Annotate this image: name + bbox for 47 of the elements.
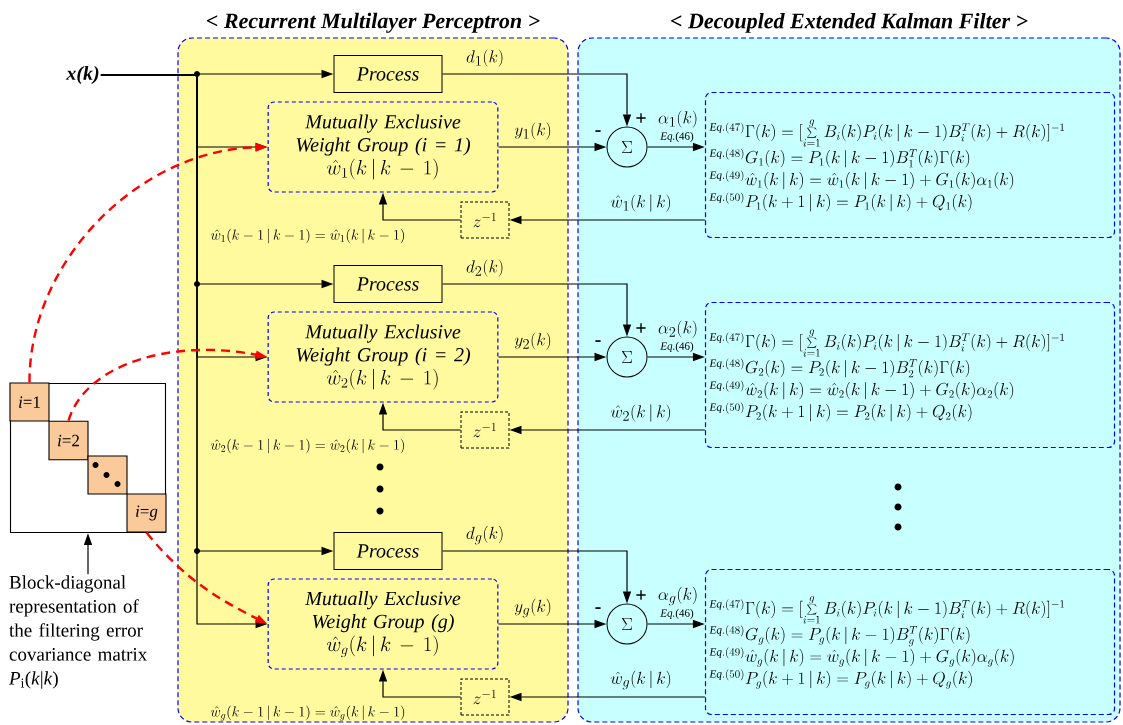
equation-reference: Eq.(46) <box>660 132 694 142</box>
matrix-block: i=g <box>126 493 167 533</box>
edge-label: $\alpha_2(k)$ <box>658 320 697 338</box>
delay-box: $z^{-1}$ <box>460 201 510 239</box>
edge-label: $\hat{w}_g(k\,|\,k)$ <box>610 670 671 690</box>
delay-box: $z^{-1}$ <box>460 678 510 716</box>
weight-group-box: Mutually Exclusive Weight Group (g) $\hat{w}_g(k\,|\,k-1)$ <box>267 578 499 670</box>
sign-label: + <box>636 323 646 333</box>
equation-reference: Eq.(46) <box>660 342 694 352</box>
edge-label: $y_1(k)$ <box>514 122 551 140</box>
node-label: < Decoupled Extended Kalman Filter > <box>671 12 1028 33</box>
sign-label: + <box>636 113 646 123</box>
edge-label: $\hat{w}_2(k-1\,|\,k-1)=\hat{w}_2(k\,|\,k-1)$ <box>210 438 404 454</box>
matrix-block: i=1 <box>9 382 50 422</box>
edge-label: $y_g(k)$ <box>514 598 551 618</box>
input-label: x(k) <box>66 65 99 85</box>
edge-label: $\alpha_g(k)$ <box>658 586 697 606</box>
weight-group-box: Mutually Exclusive Weight Group (i = 1) $\hat{w}_1(k\,|\,k-1)$ <box>267 101 499 193</box>
weight-group-box: Mutually Exclusive Weight Group (i = 2) $\hat{w}_2(k\,|\,k-1)$ <box>267 311 499 403</box>
matrix-block <box>87 455 128 495</box>
process-box: Process <box>333 532 443 570</box>
edge-label: $y_2(k)$ <box>514 332 551 350</box>
edge-label: $\hat{w}_g(k-1\,|\,k-1)=\hat{w}_g(k\,|\,k-1)$ <box>210 705 405 721</box>
process-box: Process <box>333 265 443 303</box>
summing-junction: $\Sigma$ <box>606 336 648 378</box>
delay-box: $z^{-1}$ <box>460 411 510 449</box>
sign-label: - <box>595 340 601 342</box>
equation-box: ${}^{\mathit{Eq.}(47)}\Gamma(k)=[\sum\limits_{i=1}^{g}B_i(k)P_i(k\,|\,k-1)B_i^T(k)+R(k)]^{-1}$ ${}^{\mathit{Eq.}(48)}G_1(k)=P_1(k\,|\,k-1)B_1^T(k)\Gamma(k)$ ${}^{\mathit{Eq.}(49)}\hat{w}_1(k\,|\,k)=\hat{w}_1(k\,|\,k-1)+G_1(k)\alpha_1(k)$ ${}^{\mathit{Eq.}(50)}P_1(k+1\,|\,k)=P_1(k\,|\,k)+Q_1(k)$ <box>704 91 1116 239</box>
edge-label: $\hat{w}_2(k\,|\,k)$ <box>610 404 671 422</box>
sign-label: - <box>595 130 601 132</box>
equation-box: ${}^{\mathit{Eq.}(47)}\Gamma(k)=[\sum\limits_{i=1}^{g}B_i(k)P_i(k\,|\,k-1)B_i^T(k)+R(k)]^{-1}$ ${}^{\mathit{Eq.}(48)}G_g(k)=P_g(k\,|\,k-1)B_g^T(k)\Gamma(k)$ ${}^{\mathit{Eq.}(49)}\hat{w}_g(k\,|\,k)=\hat{w}_g(k\,|\,k-1)+G_g(k)\alpha_g(k)$ ${}^{\mathit{Eq.}(50)}P_g(k+1\,|\,k)=P_g(k\,|\,k)+Q_g(k)$ <box>704 568 1116 716</box>
sign-label: - <box>595 607 601 609</box>
edge-label: $\hat{w}_1(k\,|\,k)$ <box>610 194 671 212</box>
summing-junction: $\Sigma$ <box>606 603 648 645</box>
edge-label: $d_2(k)$ <box>466 259 503 277</box>
matrix-block: i=2 <box>48 420 89 461</box>
edge-label: $\hat{w}_1(k-1\,|\,k-1)=\hat{w}_1(k\,|\,k-1)$ <box>210 228 404 244</box>
edge-label: $\alpha_1(k)$ <box>658 110 697 128</box>
node-label: < Recurrent Multilayer Perceptron > <box>206 12 540 33</box>
edge-label: $d_1(k)$ <box>466 49 503 67</box>
equation-box: ${}^{\mathit{Eq.}(47)}\Gamma(k)=[\sum\limits_{i=1}^{g}B_i(k)P_i(k\,|\,k-1)B_i^T(k)+R(k)]^{-1}$ ${}^{\mathit{Eq.}(48)}G_2(k)=P_2(k\,|\,k-1)B_2^T(k)\Gamma(k)$ ${}^{\mathit{Eq.}(49)}\hat{w}_2(k\,|\,k)=\hat{w}_2(k\,|\,k-1)+G_2(k)\alpha_2(k)$ ${}^{\mathit{Eq.}(50)}P_2(k+1\,|\,k)=P_2(k\,|\,k)+Q_2(k)$ <box>704 301 1116 449</box>
summing-junction: $\Sigma$ <box>606 126 648 168</box>
edge-label: $d_g(k)$ <box>466 525 503 545</box>
equation-reference: Eq.(46) <box>660 609 694 619</box>
caption-text: Block-diagonal representation of the filtering error covariance matrix P$_{i}$(k|k) <box>8 575 147 689</box>
process-box: Process <box>333 55 443 93</box>
sign-label: + <box>636 590 646 600</box>
